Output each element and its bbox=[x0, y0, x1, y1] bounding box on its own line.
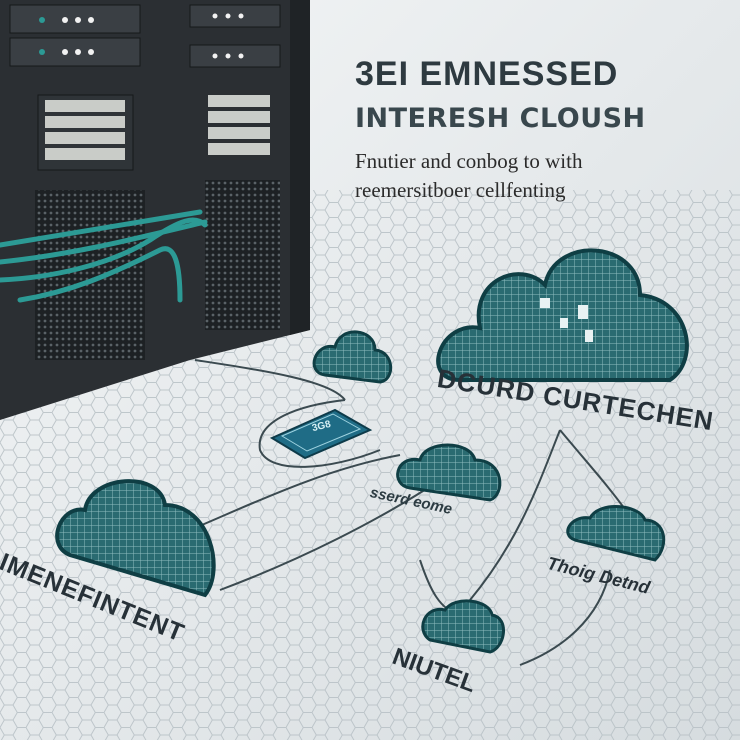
drive-bay bbox=[45, 132, 125, 144]
right-cloud bbox=[566, 504, 666, 562]
drive-bay bbox=[45, 148, 125, 160]
chip bbox=[269, 408, 373, 460]
vent-grille bbox=[205, 180, 280, 330]
teal-cables bbox=[0, 209, 208, 303]
drive-bay bbox=[208, 111, 270, 123]
drive-bay bbox=[208, 127, 270, 139]
drive-bay bbox=[45, 100, 125, 112]
page-subtitle: INTERESH CLOUSH bbox=[355, 103, 646, 134]
page-title: 3EI EMNESSED bbox=[355, 55, 619, 93]
rack-unit bbox=[189, 44, 281, 68]
body-line: Fnutier and conbog to with bbox=[355, 149, 583, 173]
small-cloud bbox=[312, 330, 393, 384]
server-rack bbox=[0, 0, 310, 420]
main-cloud bbox=[436, 248, 689, 382]
drive-bay bbox=[208, 143, 270, 155]
rack-unit bbox=[9, 4, 141, 34]
left-cloud bbox=[55, 479, 216, 598]
drive-bay bbox=[45, 116, 125, 128]
bottom-cloud bbox=[421, 599, 506, 654]
drive-bay bbox=[208, 95, 270, 107]
body-line: reemersitboer cellfenting bbox=[355, 178, 566, 202]
status-lights bbox=[39, 13, 244, 59]
center-cloud bbox=[396, 443, 502, 502]
rack-unit bbox=[189, 4, 281, 28]
